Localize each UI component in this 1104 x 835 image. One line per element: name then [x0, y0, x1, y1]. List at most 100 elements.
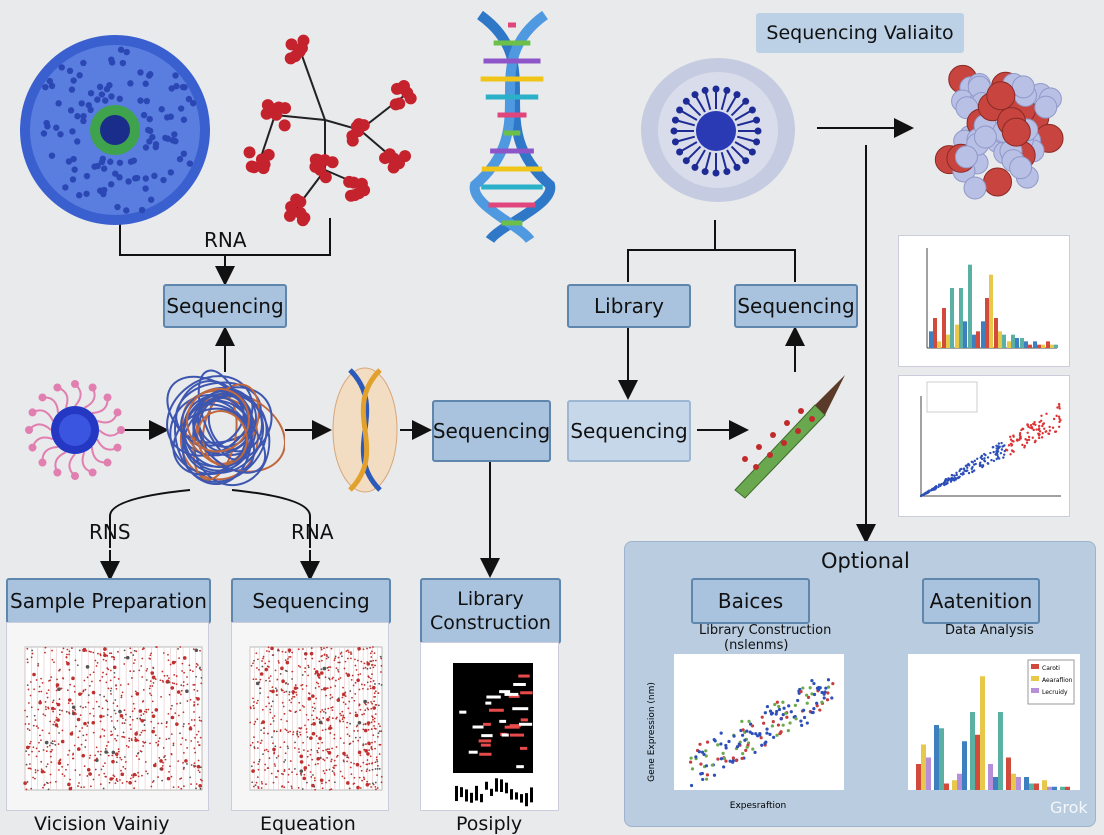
heat-dot — [149, 692, 151, 695]
heat-dot — [346, 760, 348, 763]
bar — [1007, 341, 1011, 348]
virus-spike — [46, 77, 54, 85]
heat-dot — [33, 688, 36, 691]
sequencing-box-mid[interactable]: Sequencing — [432, 400, 551, 462]
heat-dot — [332, 676, 334, 679]
gel-band — [480, 743, 491, 747]
scatter-point — [704, 764, 709, 768]
virus-spike — [108, 93, 115, 100]
heat-dot — [329, 724, 332, 727]
heat-dot — [73, 685, 76, 688]
sequencing-box-top-right[interactable]: Sequencing — [734, 284, 858, 328]
heat-dot — [337, 669, 339, 671]
heat-dot — [286, 720, 288, 723]
heat-dot — [376, 768, 379, 770]
virus-spike — [123, 48, 130, 56]
heat-dot — [354, 713, 359, 718]
virus-spike — [70, 77, 77, 84]
heat-dot — [114, 699, 117, 701]
heat-dot — [114, 782, 117, 785]
heat-dot — [333, 759, 336, 762]
heat-dot — [280, 772, 283, 775]
heat-dot — [138, 669, 141, 672]
heat-dot — [25, 750, 28, 753]
scatter-point — [704, 749, 708, 753]
heat-dot — [135, 692, 140, 696]
heat-dot — [61, 765, 64, 768]
aatenition-box[interactable]: Aatenition — [922, 578, 1040, 624]
heat-dot — [301, 788, 304, 790]
scatter-point — [1002, 453, 1006, 456]
heat-dot — [103, 735, 106, 737]
heat-dot — [38, 685, 41, 688]
scatter-point — [768, 732, 772, 736]
scatter-point — [740, 756, 744, 761]
scatter-point — [1048, 425, 1051, 429]
heat-dot — [103, 772, 106, 775]
bar — [921, 744, 926, 790]
scatter-point — [794, 717, 798, 721]
heat-dot — [98, 774, 100, 776]
heat-dot — [309, 771, 312, 773]
scatter-point — [719, 757, 723, 761]
sample-preparation-box[interactable]: Sample Preparation — [6, 578, 211, 624]
heat-dot — [302, 749, 305, 751]
cell-spoke-tip — [753, 116, 761, 124]
scatter-point — [1040, 436, 1044, 439]
scatter-point — [716, 743, 720, 747]
heat-dot — [140, 718, 145, 723]
heat-dot — [326, 666, 329, 669]
heat-dot — [55, 716, 58, 719]
bar — [950, 288, 954, 348]
heat-dot — [160, 722, 163, 725]
heat-dot — [167, 681, 170, 684]
scatter-point — [1008, 435, 1012, 438]
heat-dot — [379, 725, 381, 728]
baices-box[interactable]: Baices — [691, 578, 810, 624]
heat-dot — [119, 684, 122, 686]
heat-dot — [182, 684, 185, 687]
cell-spoke-tip — [691, 91, 699, 99]
heat-dot — [66, 648, 69, 651]
heat-dot — [380, 657, 383, 660]
sequencing-box-bottom[interactable]: Sequencing — [231, 578, 391, 624]
heat-dot — [354, 693, 357, 695]
heat-dot — [188, 726, 193, 731]
heat-dot — [130, 695, 133, 698]
heat-dot — [149, 742, 151, 745]
library-box-top[interactable]: Library — [567, 284, 691, 328]
scatter-point — [805, 721, 809, 725]
heat-dot — [89, 785, 92, 788]
heat-dot — [123, 756, 126, 758]
scatter-point — [735, 745, 740, 749]
heat-dot — [348, 700, 351, 703]
bar — [972, 334, 976, 348]
pen-dot — [784, 420, 790, 426]
heat-dot — [129, 715, 132, 718]
heat-dot — [370, 707, 373, 710]
heat-dot — [197, 759, 200, 762]
cell-spoke-tip — [723, 168, 731, 176]
dna-helix-icon — [469, 10, 556, 244]
heat-dot — [349, 722, 352, 725]
library-construction-box[interactable]: Library Construction — [420, 578, 561, 644]
sequencing-box-1[interactable]: Sequencing — [163, 284, 287, 328]
virus-spike — [142, 175, 149, 182]
heat-dot — [52, 699, 55, 702]
sequencing-valiaito-box[interactable]: Sequencing Valiaito — [756, 13, 964, 53]
heat-dot — [144, 761, 147, 763]
x-axis-label: Expesraftion — [730, 801, 786, 810]
heat-dot — [333, 737, 336, 740]
sequencing-box-mid-light[interactable]: Sequencing — [567, 400, 691, 462]
legend-box — [926, 381, 978, 413]
heat-dot — [168, 681, 171, 684]
heat-dot — [271, 717, 274, 719]
heat-dot — [86, 676, 89, 679]
scatter-point — [731, 760, 735, 764]
heat-dot — [275, 756, 278, 759]
heat-dot — [297, 786, 300, 789]
heat-dot — [324, 708, 327, 711]
scatter-point — [822, 692, 826, 696]
heat-dot — [322, 749, 325, 752]
scatter-point — [954, 478, 958, 481]
